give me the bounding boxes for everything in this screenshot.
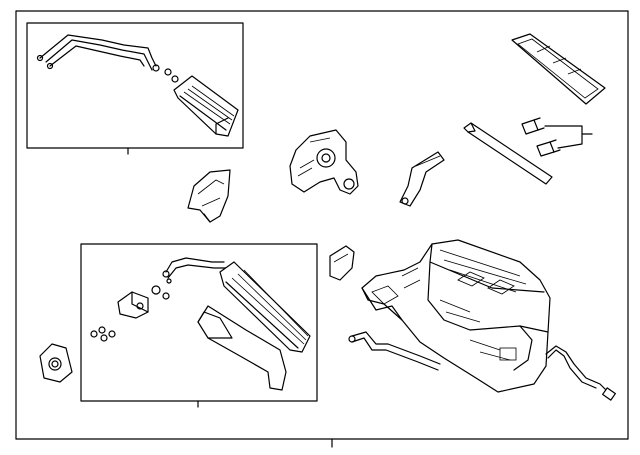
blower-case-cover — [289, 129, 359, 195]
cabin-air-filter — [511, 33, 606, 105]
duct-bracket — [187, 169, 231, 223]
hvac-case-assembly — [361, 239, 551, 393]
door-lever — [399, 151, 445, 207]
seal-strip — [463, 122, 553, 185]
heater-tubes — [36, 34, 160, 72]
inset-box-evaporator — [80, 243, 318, 408]
sensor-harness — [545, 345, 616, 401]
o-ring-seals — [164, 68, 179, 83]
inset-box-heater-core — [26, 22, 244, 155]
outer-frame — [15, 10, 629, 448]
mode-actuators — [521, 117, 593, 157]
heater-core — [173, 75, 239, 137]
evaporator-core — [219, 261, 311, 353]
evaporator-seal — [197, 305, 287, 391]
expansion-valve — [117, 285, 170, 319]
drain-gasket — [39, 343, 73, 383]
valve-bolts — [90, 326, 116, 342]
clip-bracket — [329, 245, 355, 281]
evaporator-tubes — [162, 257, 227, 284]
drain-hose — [348, 331, 441, 371]
